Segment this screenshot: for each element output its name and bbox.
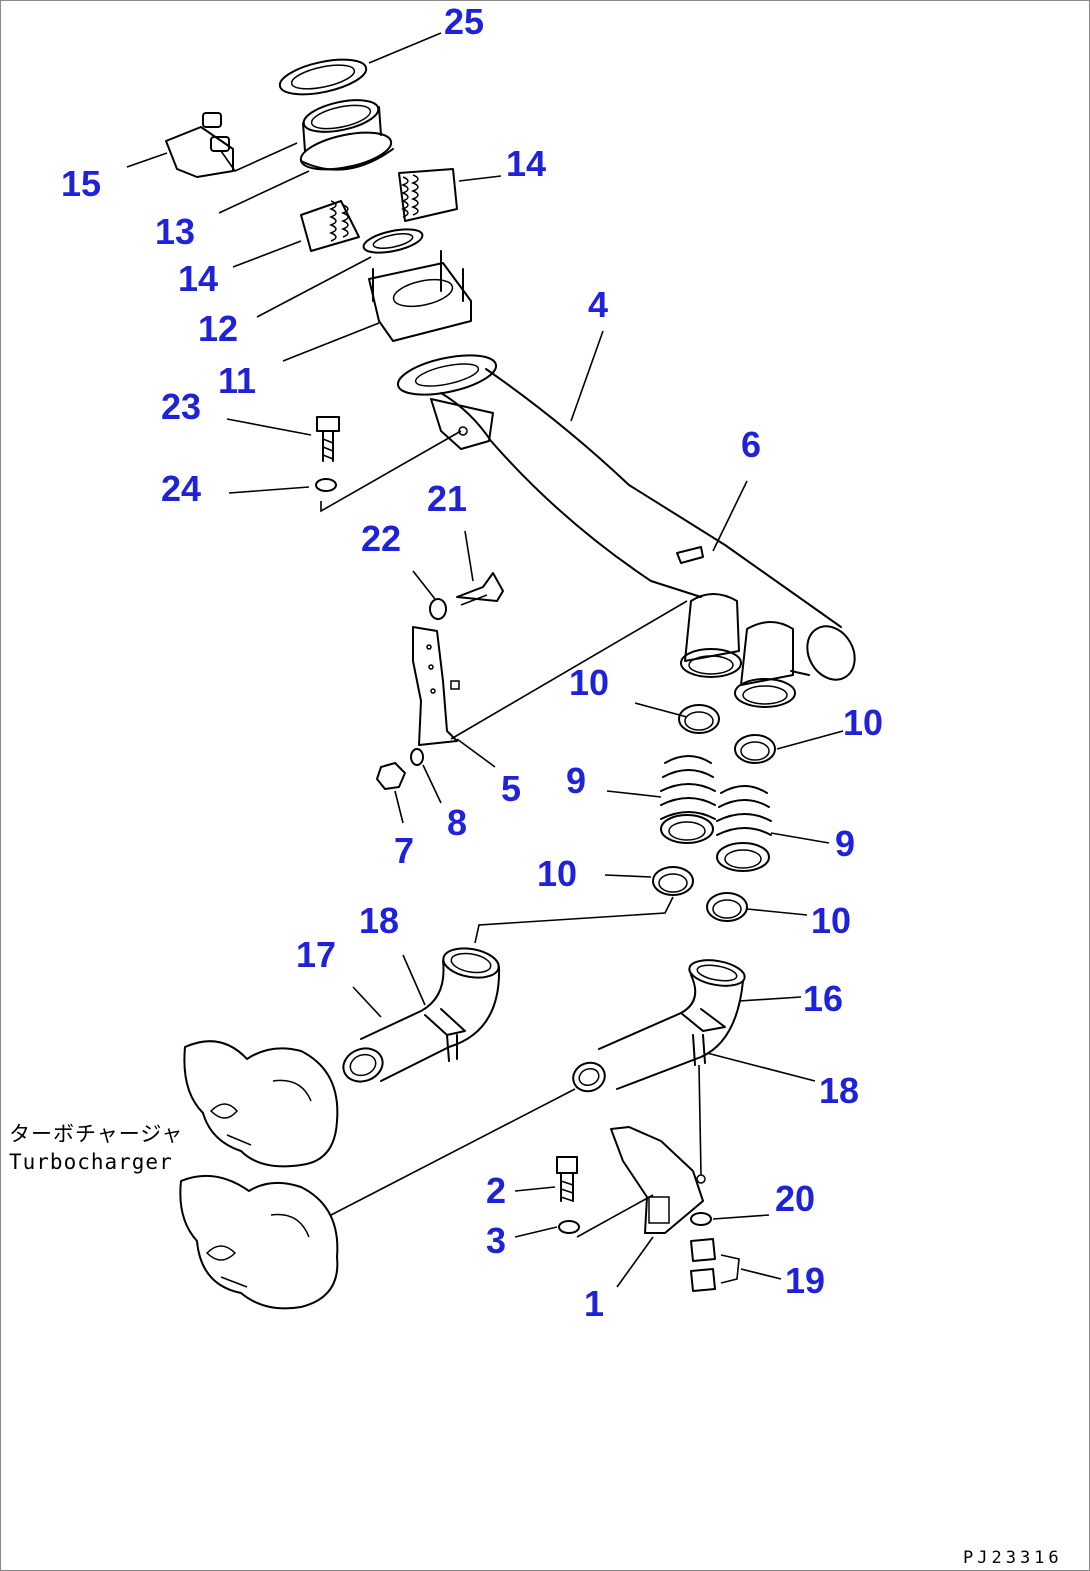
nuts-drawing	[165, 112, 234, 178]
turbocharger-label-en: Turbocharger	[9, 1150, 173, 1174]
part-number-10-lower-left[interactable]: 10	[537, 853, 577, 894]
part-number-25[interactable]: 25	[444, 1, 484, 42]
bolt-2-drawing	[556, 1156, 578, 1202]
drawing-code: PJ23316	[963, 1548, 1063, 1568]
part-number-14-left[interactable]: 14	[178, 258, 218, 299]
pipe-outlets-drawing	[680, 593, 796, 708]
part-number-16[interactable]: 16	[803, 978, 843, 1019]
washer-24-drawing	[315, 478, 337, 492]
main-pipe-drawing	[396, 354, 856, 681]
clamp-10c-drawing	[652, 866, 694, 896]
part-number-14-right[interactable]: 14	[506, 143, 546, 184]
gasket-middle-drawing	[362, 228, 424, 254]
leader-lines	[126, 32, 844, 1288]
part-number-17[interactable]: 17	[296, 934, 336, 975]
turbocharger-upper-drawing	[183, 1040, 339, 1168]
part-number-7[interactable]: 7	[394, 830, 414, 871]
part-number-20[interactable]: 20	[775, 1178, 815, 1219]
part-number-15[interactable]: 15	[61, 163, 101, 204]
bellows-right-drawing	[716, 785, 772, 872]
part-number-3[interactable]: 3	[486, 1220, 506, 1261]
part-number-4[interactable]: 4	[588, 284, 608, 325]
part-number-12[interactable]: 12	[198, 308, 238, 349]
nut-7-drawing	[376, 762, 406, 790]
spring-right-drawing	[398, 168, 458, 222]
part-number-9-left[interactable]: 9	[566, 760, 586, 801]
part-number-19[interactable]: 19	[785, 1260, 825, 1301]
part-number-22[interactable]: 22	[361, 518, 401, 559]
part-number-6[interactable]: 6	[741, 424, 761, 465]
part-number-24[interactable]: 24	[161, 468, 201, 509]
washer-20-drawing	[690, 1212, 712, 1226]
part-number-21[interactable]: 21	[427, 478, 467, 519]
part-number-8[interactable]: 8	[447, 802, 467, 843]
elbow-pipe-left-drawing	[342, 947, 501, 1083]
bolt-23-drawing	[316, 416, 340, 462]
turbocharger-lower-drawing	[179, 1174, 339, 1310]
bracket-5-drawing	[412, 626, 460, 746]
flange-drawing	[368, 250, 472, 342]
gasket-top-drawing	[278, 58, 368, 96]
nut-19b-drawing	[690, 1268, 716, 1292]
washer-8-drawing	[410, 748, 424, 766]
adapter-drawing	[299, 99, 394, 171]
clamp-10d-drawing	[706, 892, 748, 922]
clamp-10a-drawing	[678, 704, 720, 734]
part-number-2[interactable]: 2	[486, 1170, 506, 1211]
part-number-23[interactable]: 23	[161, 386, 201, 427]
nut-19a-drawing	[690, 1238, 716, 1262]
part-number-10-lower-right[interactable]: 10	[811, 900, 851, 941]
turbocharger-label-jp: ターボチャージャ	[9, 1122, 183, 1146]
part-number-11[interactable]: 11	[218, 360, 256, 401]
bellows-left-drawing	[660, 755, 716, 844]
part-number-18-right[interactable]: 18	[819, 1070, 859, 1111]
part-number-18-left[interactable]: 18	[359, 900, 399, 941]
part-number-10-upper-right[interactable]: 10	[843, 702, 883, 743]
part-number-10-upper-left[interactable]: 10	[569, 662, 609, 703]
elbow-pipe-right-drawing	[572, 959, 746, 1093]
clamp-10b-drawing	[734, 734, 776, 764]
washer-22-drawing	[429, 598, 447, 620]
washer-3-drawing	[558, 1220, 580, 1234]
spring-left-drawing	[300, 200, 360, 252]
part-number-1[interactable]: 1	[584, 1283, 604, 1324]
part-number-9-right[interactable]: 9	[835, 823, 855, 864]
part-number-13[interactable]: 13	[155, 211, 195, 252]
bracket-1-drawing	[610, 1126, 706, 1234]
part-numbers: 25 15 13 14 14 12 11 4 23 24 6 21 22 10 …	[61, 1, 883, 1324]
part-number-5[interactable]: 5	[501, 768, 521, 809]
tab-drawing	[676, 546, 704, 564]
bolt-21-drawing	[456, 572, 504, 606]
